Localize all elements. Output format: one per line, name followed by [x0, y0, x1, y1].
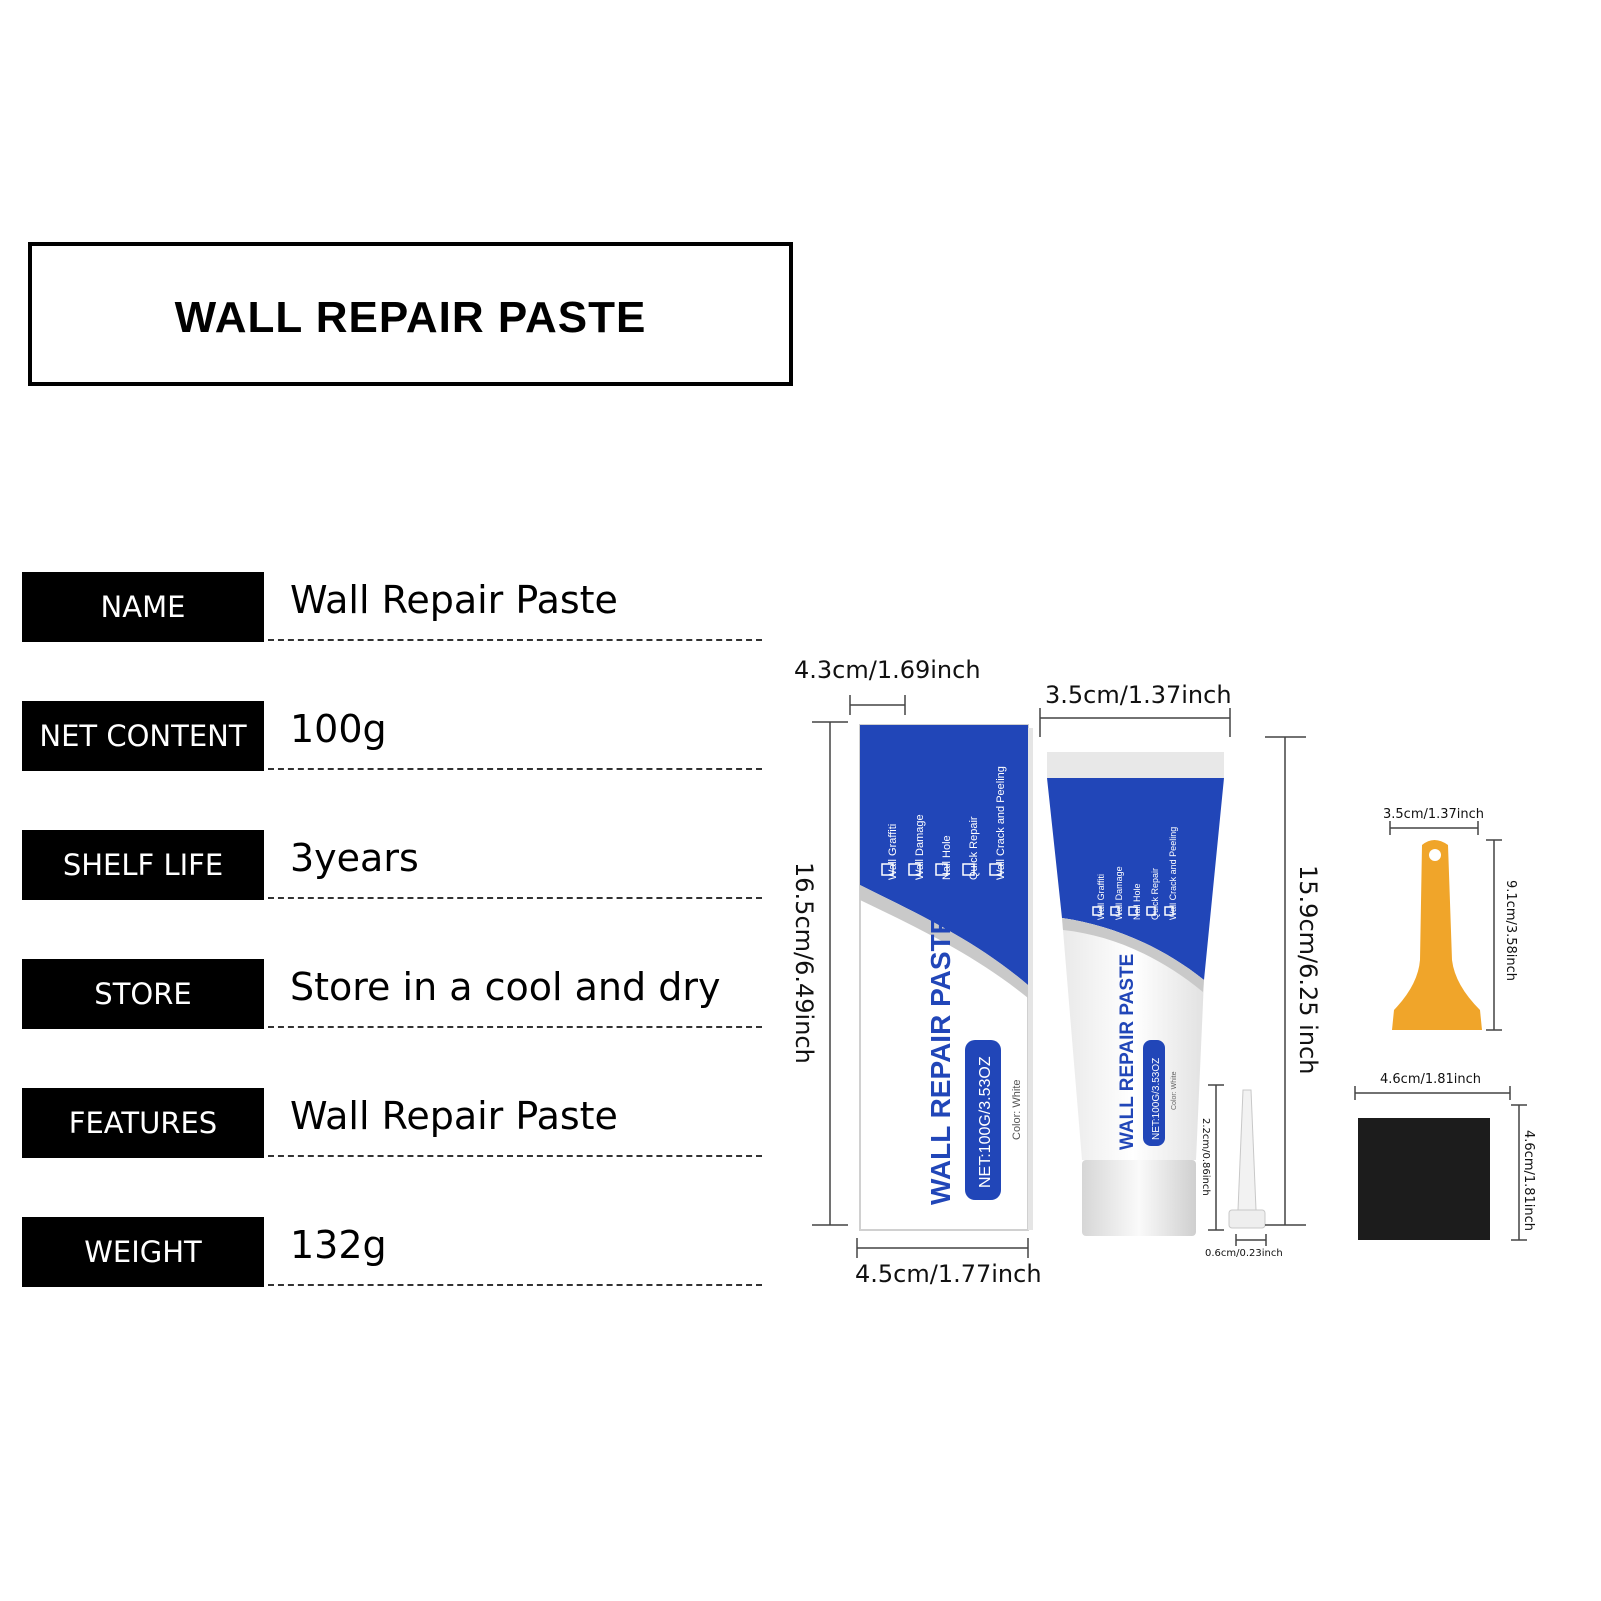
spec-row-weight: WEIGHT 132g	[22, 1217, 762, 1291]
spec-value: 132g	[290, 1223, 387, 1267]
product-box: Wall Crack and Peeling Quick Repair Nail…	[859, 724, 1033, 1231]
product-tube: Wall Crack and Peeling Quick Repair Nail…	[1047, 752, 1224, 1236]
feature-text: Wall Graffiti	[1096, 874, 1106, 920]
nozzle-height-label: 2.2cm/0.86inch	[1200, 1118, 1211, 1196]
box-color-text: Color: White	[1011, 1079, 1023, 1140]
spec-row-shelf-life: SHELF LIFE 3years	[22, 830, 762, 904]
sponge-height-label: 4.6cm/1.81inch	[1521, 1130, 1536, 1231]
scraper-width-label: 3.5cm/1.37inch	[1383, 807, 1484, 822]
feature-text: Wall Crack and Peeling	[1168, 827, 1178, 920]
page-title: WALL REPAIR PASTE	[174, 293, 647, 342]
spec-label: SHELF LIFE	[22, 830, 264, 900]
box-depth-label: 4.3cm/1.69inch	[794, 656, 981, 684]
dashed-divider	[268, 1284, 762, 1286]
feature-text: Quick Repair	[1150, 868, 1160, 920]
sponge-width-label: 4.6cm/1.81inch	[1380, 1072, 1481, 1087]
dashed-divider	[268, 639, 762, 641]
dimension-lines	[812, 695, 1527, 1258]
feature-text: Wall Crack and Peeling	[995, 766, 1007, 880]
dashed-divider	[268, 1026, 762, 1028]
spec-label: WEIGHT	[22, 1217, 264, 1287]
spec-label: FEATURES	[22, 1088, 264, 1158]
spec-value: Wall Repair Paste	[290, 1094, 618, 1138]
title-box: WALL REPAIR PASTE	[28, 242, 793, 386]
nozzle-width-label: 0.6cm/0.23inch	[1205, 1248, 1283, 1259]
spec-row-features: FEATURES Wall Repair Paste	[22, 1088, 762, 1162]
tube-net-text: NET:100G/3.53OZ	[1151, 1058, 1162, 1140]
feature-text: Nail Hole	[941, 835, 953, 880]
feature-text: Nail Hole	[1132, 883, 1142, 920]
spec-row-name: NAME Wall Repair Paste	[22, 572, 762, 646]
scraper	[1392, 840, 1482, 1030]
tube-width-label: 3.5cm/1.37inch	[1045, 681, 1232, 709]
spec-value: Wall Repair Paste	[290, 578, 618, 622]
dashed-divider	[268, 897, 762, 899]
feature-checkboxes	[881, 863, 1174, 916]
tube-height-label: 15.9cm/6.25 inch	[1294, 865, 1322, 1074]
spec-value: 3years	[290, 836, 419, 880]
spec-label: NET CONTENT	[22, 701, 264, 771]
spec-row-store: STORE Store in a cool and dry	[22, 959, 762, 1033]
spec-value: Store in a cool and dry	[290, 965, 721, 1009]
feature-text: Wall Damage	[1114, 866, 1124, 920]
tube-brand-text: WALL REPAIR PASTE	[1117, 954, 1138, 1150]
dashed-divider	[268, 768, 762, 770]
nozzle	[1228, 1089, 1266, 1229]
tube-color-text: Color: White	[1171, 1071, 1178, 1110]
spec-value: 100g	[290, 707, 387, 751]
feature-text: Wall Graffiti	[887, 824, 899, 880]
box-width-label: 4.5cm/1.77inch	[855, 1260, 1042, 1288]
box-net-text: NET:100G/3.53OZ	[977, 1056, 994, 1188]
dashed-divider	[268, 1155, 762, 1157]
scraper-height-label: 9.1cm/3.58inch	[1503, 880, 1518, 981]
spec-label: STORE	[22, 959, 264, 1029]
box-height-label: 16.5cm/6.49inch	[790, 862, 818, 1064]
box-brand-text: WALL REPAIR PASTE	[925, 916, 956, 1205]
sponge	[1358, 1118, 1490, 1240]
spec-label: NAME	[22, 572, 264, 642]
spec-row-net-content: NET CONTENT 100g	[22, 701, 762, 775]
